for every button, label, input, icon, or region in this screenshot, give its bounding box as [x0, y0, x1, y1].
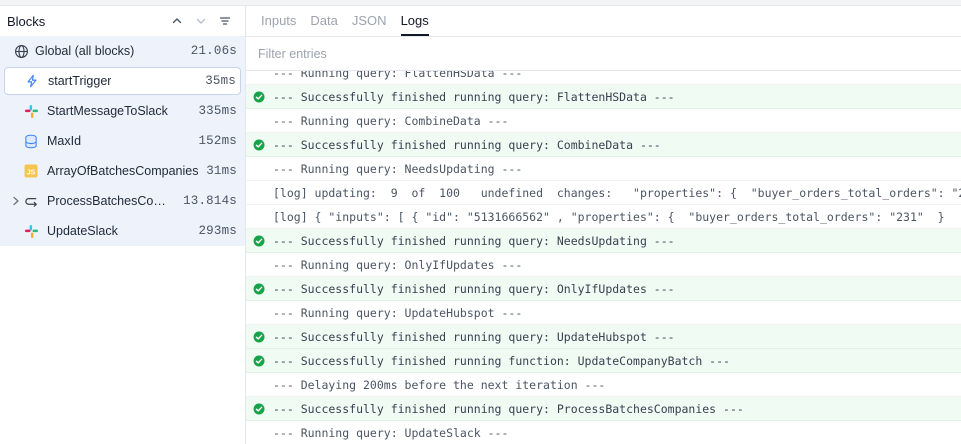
- log-text: --- Running query: NeedsUpdating ---: [273, 161, 523, 176]
- block-duration: 35ms: [205, 74, 236, 88]
- log-text: --- Running query: UpdateSlack ---: [273, 425, 509, 440]
- blocks-panel-header: Blocks: [0, 6, 245, 36]
- log-entry-success: --- Successfully finished running query:…: [246, 325, 961, 349]
- log-entry: --- Delaying 200ms before the next itera…: [246, 373, 961, 397]
- block-process-batches-companies[interactable]: ProcessBatchesCompanies 13.814s: [0, 186, 245, 216]
- block-update-slack[interactable]: UpdateSlack 293ms: [0, 216, 245, 246]
- check-circle-icon: [253, 91, 265, 102]
- output-tabs: Inputs Data JSON Logs: [246, 6, 961, 37]
- log-text: --- Running query: FlattenHSData ---: [273, 71, 523, 80]
- block-duration: 31ms: [206, 164, 237, 178]
- top-strip: [0, 0, 961, 6]
- log-text: --- Successfully finished running query:…: [273, 233, 675, 248]
- slack-icon: [23, 103, 39, 119]
- log-entry: [log] { "inputs": [ { "id": "5131666562"…: [246, 205, 961, 229]
- filter-icon[interactable]: [213, 11, 237, 31]
- tab-data[interactable]: Data: [310, 13, 338, 28]
- block-start-message-to-slack[interactable]: StartMessageToSlack 335ms: [0, 96, 245, 126]
- log-text: [log] { "inputs": [ { "id": "5131666562"…: [273, 209, 945, 224]
- log-text: --- Successfully finished running query:…: [273, 401, 744, 416]
- lightning-icon: [24, 73, 40, 89]
- log-entry: --- Running query: OnlyIfUpdates ---: [246, 253, 961, 277]
- svg-text:JS: JS: [27, 169, 36, 176]
- log-entry: --- Running query: UpdateSlack ---: [246, 421, 961, 444]
- log-entry: [log] updating: 9 of 100 undefined chang…: [246, 181, 961, 205]
- check-circle-icon: [253, 355, 265, 366]
- log-entry-success: --- Successfully finished running query:…: [246, 133, 961, 157]
- log-entry: --- Running query: FlattenHSData ---: [246, 71, 961, 85]
- tab-json[interactable]: JSON: [351, 13, 387, 28]
- blocks-panel: Blocks Global (all blocks) 21.06s startT…: [0, 6, 246, 444]
- log-entry: --- Running query: UpdateHubspot ---: [246, 301, 961, 325]
- chevron-up-icon[interactable]: [165, 11, 189, 31]
- log-entry: --- Running query: CombineData ---: [246, 109, 961, 133]
- database-icon: [23, 133, 39, 149]
- slack-icon: [23, 223, 39, 239]
- log-text: --- Successfully finished running functi…: [273, 353, 730, 368]
- log-entry-success: --- Successfully finished running functi…: [246, 349, 961, 373]
- check-circle-icon: [253, 139, 265, 150]
- js-icon: JS: [23, 163, 39, 179]
- log-text: --- Successfully finished running query:…: [273, 329, 675, 344]
- globe-icon: [13, 43, 29, 59]
- log-text: --- Successfully finished running query:…: [273, 89, 675, 104]
- block-duration: 21.06s: [190, 44, 237, 58]
- output-panel: Inputs Data JSON Logs --- Running query:…: [246, 6, 961, 444]
- log-text: --- Running query: OnlyIfUpdates ---: [273, 257, 523, 272]
- log-entry-success: --- Successfully finished running query:…: [246, 229, 961, 253]
- block-duration: 152ms: [198, 134, 237, 148]
- block-array-of-batches-companies[interactable]: JS ArrayOfBatchesCompanies 31ms: [0, 156, 245, 186]
- block-name: ProcessBatchesCompanies: [47, 194, 175, 208]
- log-list: --- Running query: FlattenHSData --- --- …: [246, 71, 961, 444]
- blocks-list: Global (all blocks) 21.06s startTrigger …: [0, 36, 245, 246]
- block-duration: 293ms: [198, 224, 237, 238]
- block-name: startTrigger: [48, 74, 112, 88]
- chevron-down-icon[interactable]: [189, 11, 213, 31]
- chevron-right-icon[interactable]: [10, 194, 22, 208]
- loop-icon: [23, 193, 39, 209]
- check-circle-icon: [253, 283, 265, 294]
- block-name: StartMessageToSlack: [47, 104, 168, 118]
- block-duration: 335ms: [198, 104, 237, 118]
- log-entry-success: --- Successfully finished running query:…: [246, 277, 961, 301]
- check-circle-icon: [253, 403, 265, 414]
- block-name: MaxId: [47, 134, 82, 148]
- block-global[interactable]: Global (all blocks) 21.06s: [0, 36, 245, 66]
- check-circle-icon: [253, 235, 265, 246]
- tab-inputs[interactable]: Inputs: [261, 13, 297, 28]
- block-duration: 13.814s: [183, 194, 237, 208]
- block-start-trigger[interactable]: startTrigger 35ms: [4, 67, 241, 95]
- log-entry-success: --- Successfully finished running query:…: [246, 85, 961, 109]
- log-text: --- Successfully finished running query:…: [273, 137, 661, 152]
- log-text: --- Running query: UpdateHubspot ---: [273, 305, 523, 320]
- log-entry: --- Running query: NeedsUpdating ---: [246, 157, 961, 181]
- block-max-id[interactable]: MaxId 152ms: [0, 126, 245, 156]
- block-name: Global (all blocks): [35, 44, 135, 58]
- filter-entries-input[interactable]: [258, 46, 758, 61]
- log-text: --- Running query: CombineData ---: [273, 113, 509, 128]
- log-entry-success: --- Successfully finished running query:…: [246, 397, 961, 421]
- log-text: [log] updating: 9 of 100 undefined chang…: [273, 185, 961, 200]
- tab-logs[interactable]: Logs: [400, 13, 429, 36]
- filter-bar: [246, 37, 961, 71]
- blocks-panel-title: Blocks: [7, 13, 46, 29]
- block-name: UpdateSlack: [47, 224, 118, 238]
- check-circle-icon: [253, 331, 265, 342]
- log-text: --- Delaying 200ms before the next itera…: [273, 377, 606, 392]
- block-name: ArrayOfBatchesCompanies: [47, 164, 199, 178]
- log-text: --- Successfully finished running query:…: [273, 281, 675, 296]
